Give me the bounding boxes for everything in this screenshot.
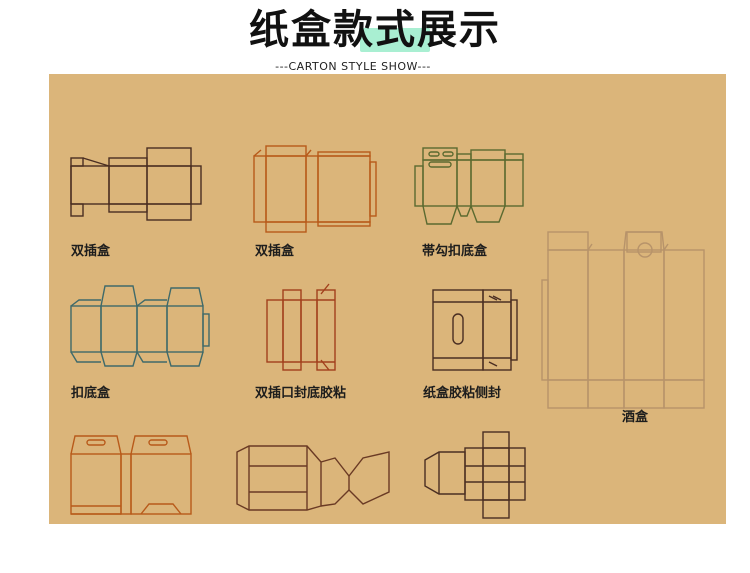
- carton-diagram-side-seam: [432, 289, 518, 371]
- title-highlight: [360, 28, 430, 52]
- carton-label-side-seam: 纸盒胶粘侧封: [423, 386, 502, 401]
- carton-label-hook-lock: 帯勾扣底盒: [422, 244, 488, 259]
- carton-diagram-double-tuck-1: [70, 147, 202, 221]
- page-subtitle: ---CARTON STYLE SHOW---: [275, 60, 431, 73]
- page-title: 纸盒款式展示: [249, 7, 501, 53]
- carton-diagram-glued-bottom: [266, 283, 336, 371]
- carton-diagram-handle-box: [70, 435, 192, 515]
- page-header: 纸盒款式展示 ---CARTON STYLE SHOW---: [0, 0, 750, 73]
- carton-diagram-hook-lock: [414, 147, 524, 225]
- carton-label-double-tuck-2: 双插盒: [255, 244, 295, 259]
- carton-label-glued-bottom: 双插口封底胶粘: [255, 386, 347, 401]
- carton-label-crash-lock: 扣底盒: [71, 386, 111, 401]
- carton-diagram-cross-box: [424, 431, 526, 519]
- carton-diagram-pillow-box: [236, 445, 390, 511]
- carton-style-panel: 双插盒 双插盒 帯勾扣底盒 扣底盒 双插口封底胶粘 纸盒胶粘侧封 酒盒: [49, 74, 726, 524]
- carton-diagram-wine-box: [541, 231, 705, 409]
- carton-label-double-tuck-1: 双插盒: [71, 244, 111, 259]
- carton-diagrams: [70, 145, 705, 519]
- carton-diagram-crash-lock: [70, 285, 210, 367]
- carton-label-wine-box: 酒盒: [622, 410, 649, 425]
- carton-diagram-double-tuck-2: [253, 145, 377, 233]
